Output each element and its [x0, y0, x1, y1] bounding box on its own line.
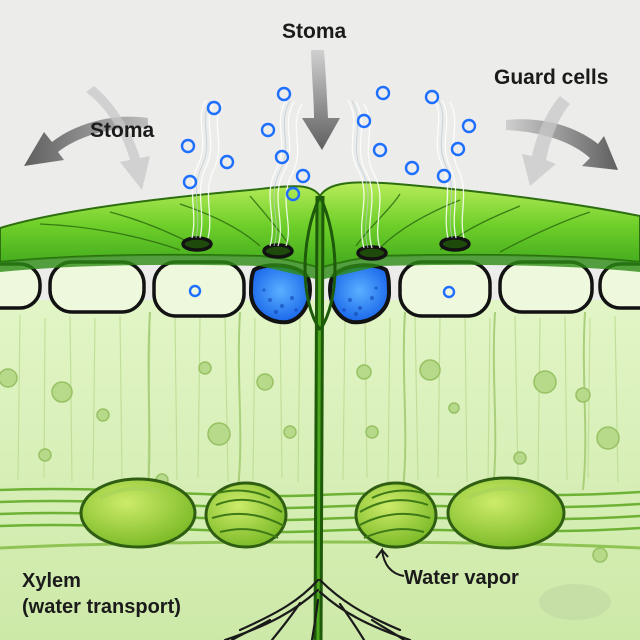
tissue-bubbles: [0, 359, 620, 563]
xylem-label-line1: Xylem: [22, 570, 81, 592]
guard-cells-label: Guard cells: [494, 66, 609, 89]
guard-cells: [248, 263, 392, 325]
xylem-vessel: [303, 195, 337, 640]
stoma-label-top: Stoma: [282, 20, 347, 43]
xylem-label-line2: (water transport): [22, 596, 181, 618]
water-vapor-label: Water vapor: [404, 567, 519, 589]
cell-walls: [147, 311, 587, 491]
stoma-label-left: Stoma: [90, 119, 155, 142]
vapor-streams: [191, 97, 465, 249]
stomatal-pores: [181, 236, 471, 261]
xylem-label: Xylem (water transport): [22, 568, 181, 620]
root-lines: [223, 578, 412, 640]
water-molecules: [180, 85, 477, 299]
curved-arrow-icon: [24, 50, 618, 190]
